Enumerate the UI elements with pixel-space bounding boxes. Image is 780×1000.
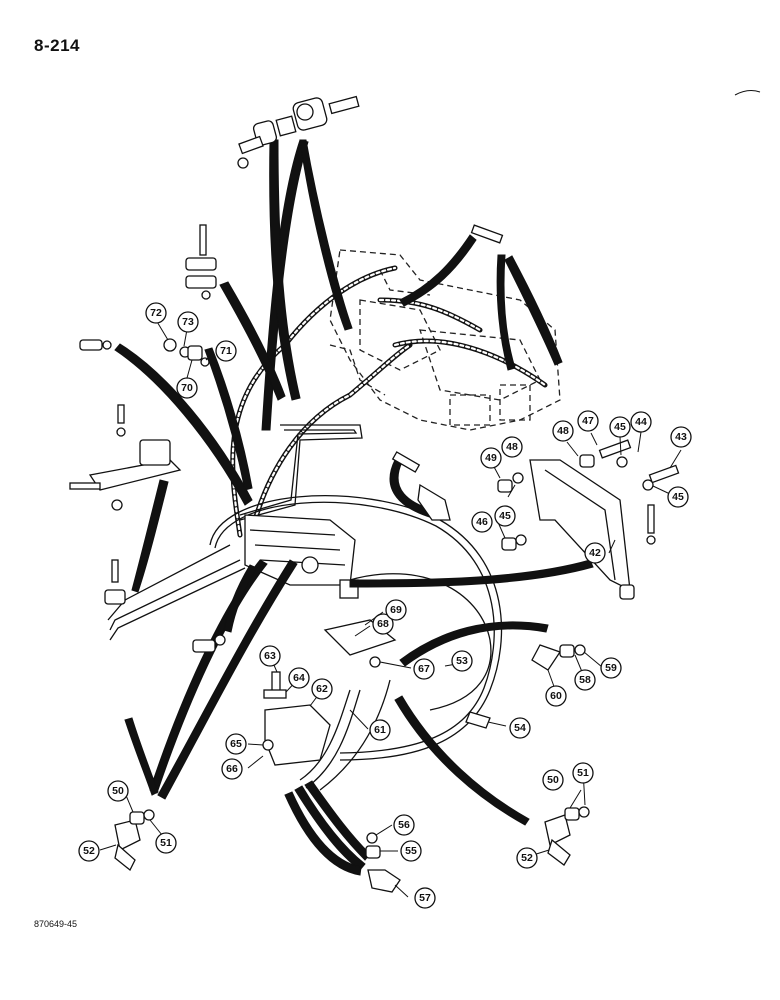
callout-52: 52 <box>516 847 538 869</box>
svg-text:73: 73 <box>182 316 194 328</box>
hydraulic-hoses <box>230 265 548 538</box>
svg-text:48: 48 <box>557 425 569 437</box>
callout-66: 66 <box>221 758 243 780</box>
svg-text:67: 67 <box>418 663 430 675</box>
callout-45: 45 <box>667 486 689 508</box>
svg-text:71: 71 <box>220 345 232 357</box>
callout-62: 62 <box>311 678 333 700</box>
svg-text:60: 60 <box>550 690 562 702</box>
callout-52: 52 <box>78 840 100 862</box>
callout-46: 46 <box>471 511 493 533</box>
svg-text:51: 51 <box>577 767 589 779</box>
callout-58: 58 <box>574 669 596 691</box>
callout-54: 54 <box>509 717 531 739</box>
svg-text:53: 53 <box>456 655 468 667</box>
svg-text:44: 44 <box>635 416 647 428</box>
corner-mark <box>734 90 761 96</box>
callout-50: 50 <box>107 780 129 802</box>
svg-text:64: 64 <box>293 672 305 684</box>
svg-text:70: 70 <box>181 382 193 394</box>
svg-text:55: 55 <box>405 845 417 857</box>
callout-51: 51 <box>572 762 594 784</box>
callout-68: 68 <box>372 613 394 635</box>
svg-text:63: 63 <box>264 650 276 662</box>
callout-43: 43 <box>670 426 692 448</box>
callout-71: 71 <box>215 340 237 362</box>
callout-64: 64 <box>288 667 310 689</box>
callout-49: 49 <box>480 447 502 469</box>
svg-text:58: 58 <box>579 674 591 686</box>
svg-text:57: 57 <box>419 892 431 904</box>
callout-65: 65 <box>225 733 247 755</box>
svg-text:51: 51 <box>160 837 172 849</box>
callouts: 42 43 44 45 45 45 46 47 48 48 49 50 50 5… <box>78 302 692 909</box>
callout-55: 55 <box>400 840 422 862</box>
callout-53: 53 <box>451 650 473 672</box>
svg-text:45: 45 <box>614 421 626 433</box>
svg-text:52: 52 <box>83 845 95 857</box>
callout-60: 60 <box>545 685 567 707</box>
svg-text:49: 49 <box>485 452 497 464</box>
callout-47: 47 <box>577 410 599 432</box>
svg-text:62: 62 <box>316 683 328 695</box>
leader-bands <box>114 139 594 876</box>
svg-text:54: 54 <box>514 722 526 734</box>
svg-text:65: 65 <box>230 738 242 750</box>
callout-69: 69 <box>385 599 407 621</box>
svg-text:45: 45 <box>499 510 511 522</box>
callout-45: 45 <box>494 505 516 527</box>
callout-42: 42 <box>584 542 606 564</box>
svg-text:52: 52 <box>521 852 533 864</box>
callout-70: 70 <box>176 377 198 399</box>
callout-61: 61 <box>369 719 391 741</box>
callout-50: 50 <box>542 769 564 791</box>
callout-48: 48 <box>501 436 523 458</box>
svg-text:68: 68 <box>377 618 389 630</box>
svg-text:59: 59 <box>605 662 617 674</box>
svg-text:42: 42 <box>589 547 601 559</box>
callout-63: 63 <box>259 645 281 667</box>
svg-text:50: 50 <box>112 785 124 797</box>
svg-text:69: 69 <box>390 604 402 616</box>
page-number: 8-214 <box>34 36 80 55</box>
callout-67: 67 <box>413 658 435 680</box>
svg-text:66: 66 <box>226 763 238 775</box>
svg-text:50: 50 <box>547 774 559 786</box>
svg-text:48: 48 <box>506 441 518 453</box>
svg-text:47: 47 <box>582 415 594 427</box>
control-valve <box>244 514 359 599</box>
svg-text:72: 72 <box>150 307 162 319</box>
callout-57: 57 <box>414 887 436 909</box>
callout-59: 59 <box>600 657 622 679</box>
svg-text:45: 45 <box>672 491 684 503</box>
callout-51: 51 <box>155 832 177 854</box>
svg-text:56: 56 <box>398 819 410 831</box>
steel-tubes <box>107 424 503 791</box>
callout-44: 44 <box>630 411 652 433</box>
svg-text:61: 61 <box>374 724 386 736</box>
drawing-code: 870649-45 <box>34 919 78 929</box>
callout-48: 48 <box>552 420 574 442</box>
callout-45: 45 <box>609 416 631 438</box>
callout-73: 73 <box>177 311 199 333</box>
callout-56: 56 <box>393 814 415 836</box>
svg-text:46: 46 <box>476 516 488 528</box>
svg-text:43: 43 <box>675 431 687 443</box>
callout-72: 72 <box>145 302 167 324</box>
